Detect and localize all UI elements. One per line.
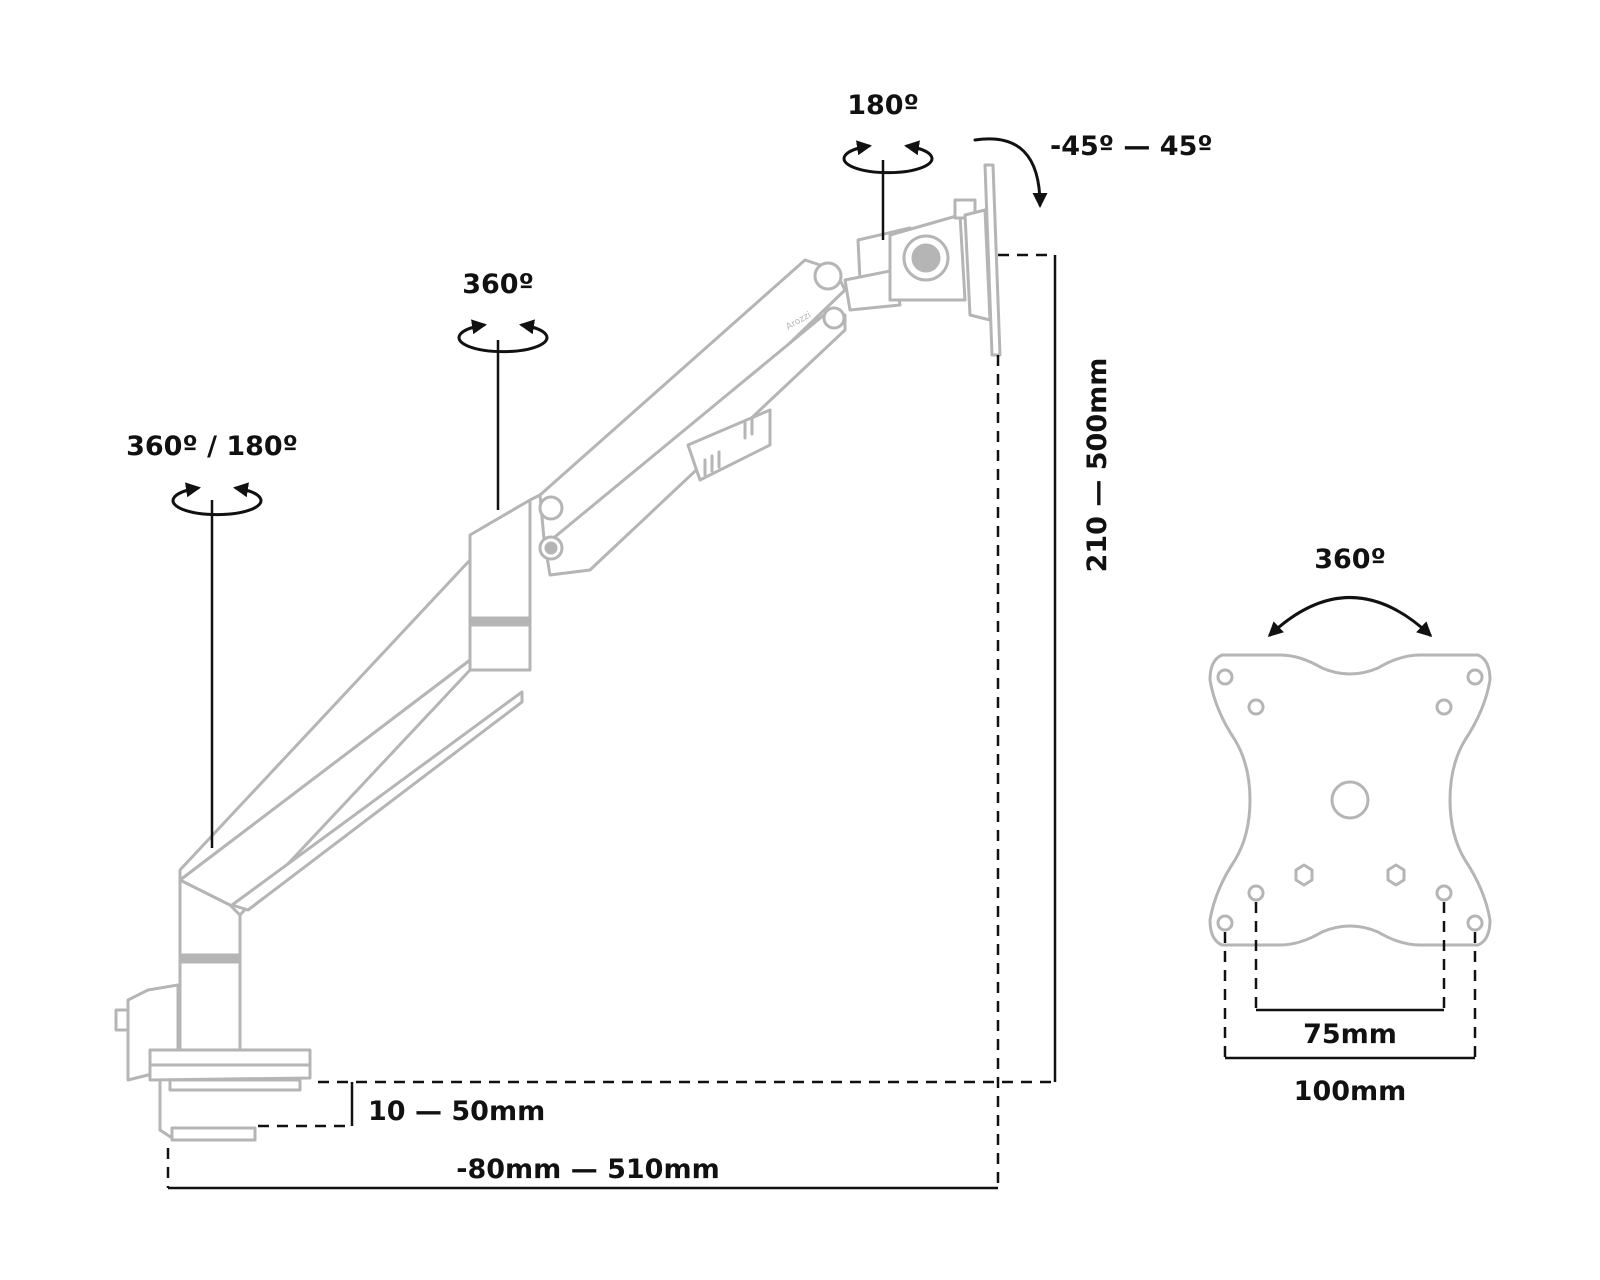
vesa-plate: 360º 75mm 100mm — [1208, 544, 1492, 1107]
desk-thickness-dimension: 10 — 50mm — [258, 1082, 545, 1128]
height-range-label: 210 — 500mm — [1082, 358, 1113, 573]
head-tilt-joint — [843, 163, 1002, 357]
tilt-label: -45º — 45º — [1050, 131, 1213, 162]
vesa-100-label: 100mm — [1294, 1076, 1407, 1107]
head-swivel-label: 180º — [847, 90, 919, 121]
upper-arm: Arozzi — [538, 258, 847, 577]
reach-range-label: -80mm — 510mm — [456, 1154, 719, 1185]
reach-dimension: -80mm — 510mm — [166, 355, 1000, 1190]
tilt-indicator: -45º — 45º — [973, 131, 1213, 208]
mid-rotation-indicator: 360º — [457, 269, 549, 510]
desk-clamp — [114, 983, 312, 1142]
base-column — [178, 878, 242, 1052]
vesa-rotation-label: 360º — [1314, 544, 1386, 575]
vesa-center-hole — [1330, 780, 1370, 820]
monitor-arm-illustration: Arozzi — [114, 163, 1002, 1142]
vesa-rotation-arrow — [1267, 596, 1433, 638]
height-dimension: 210 — 500mm — [318, 253, 1113, 1084]
desk-thickness-label: 10 — 50mm — [368, 1096, 545, 1127]
mid-joint — [468, 493, 542, 672]
mid-rotation-label: 360º — [462, 269, 534, 300]
lower-arm — [178, 558, 524, 917]
head-swivel-indicator: 180º — [842, 90, 934, 240]
base-rotation-indicator: 360º / 180º — [126, 431, 298, 848]
vesa-75-label: 75mm — [1303, 1019, 1397, 1050]
base-rotation-label: 360º / 180º — [126, 431, 298, 462]
